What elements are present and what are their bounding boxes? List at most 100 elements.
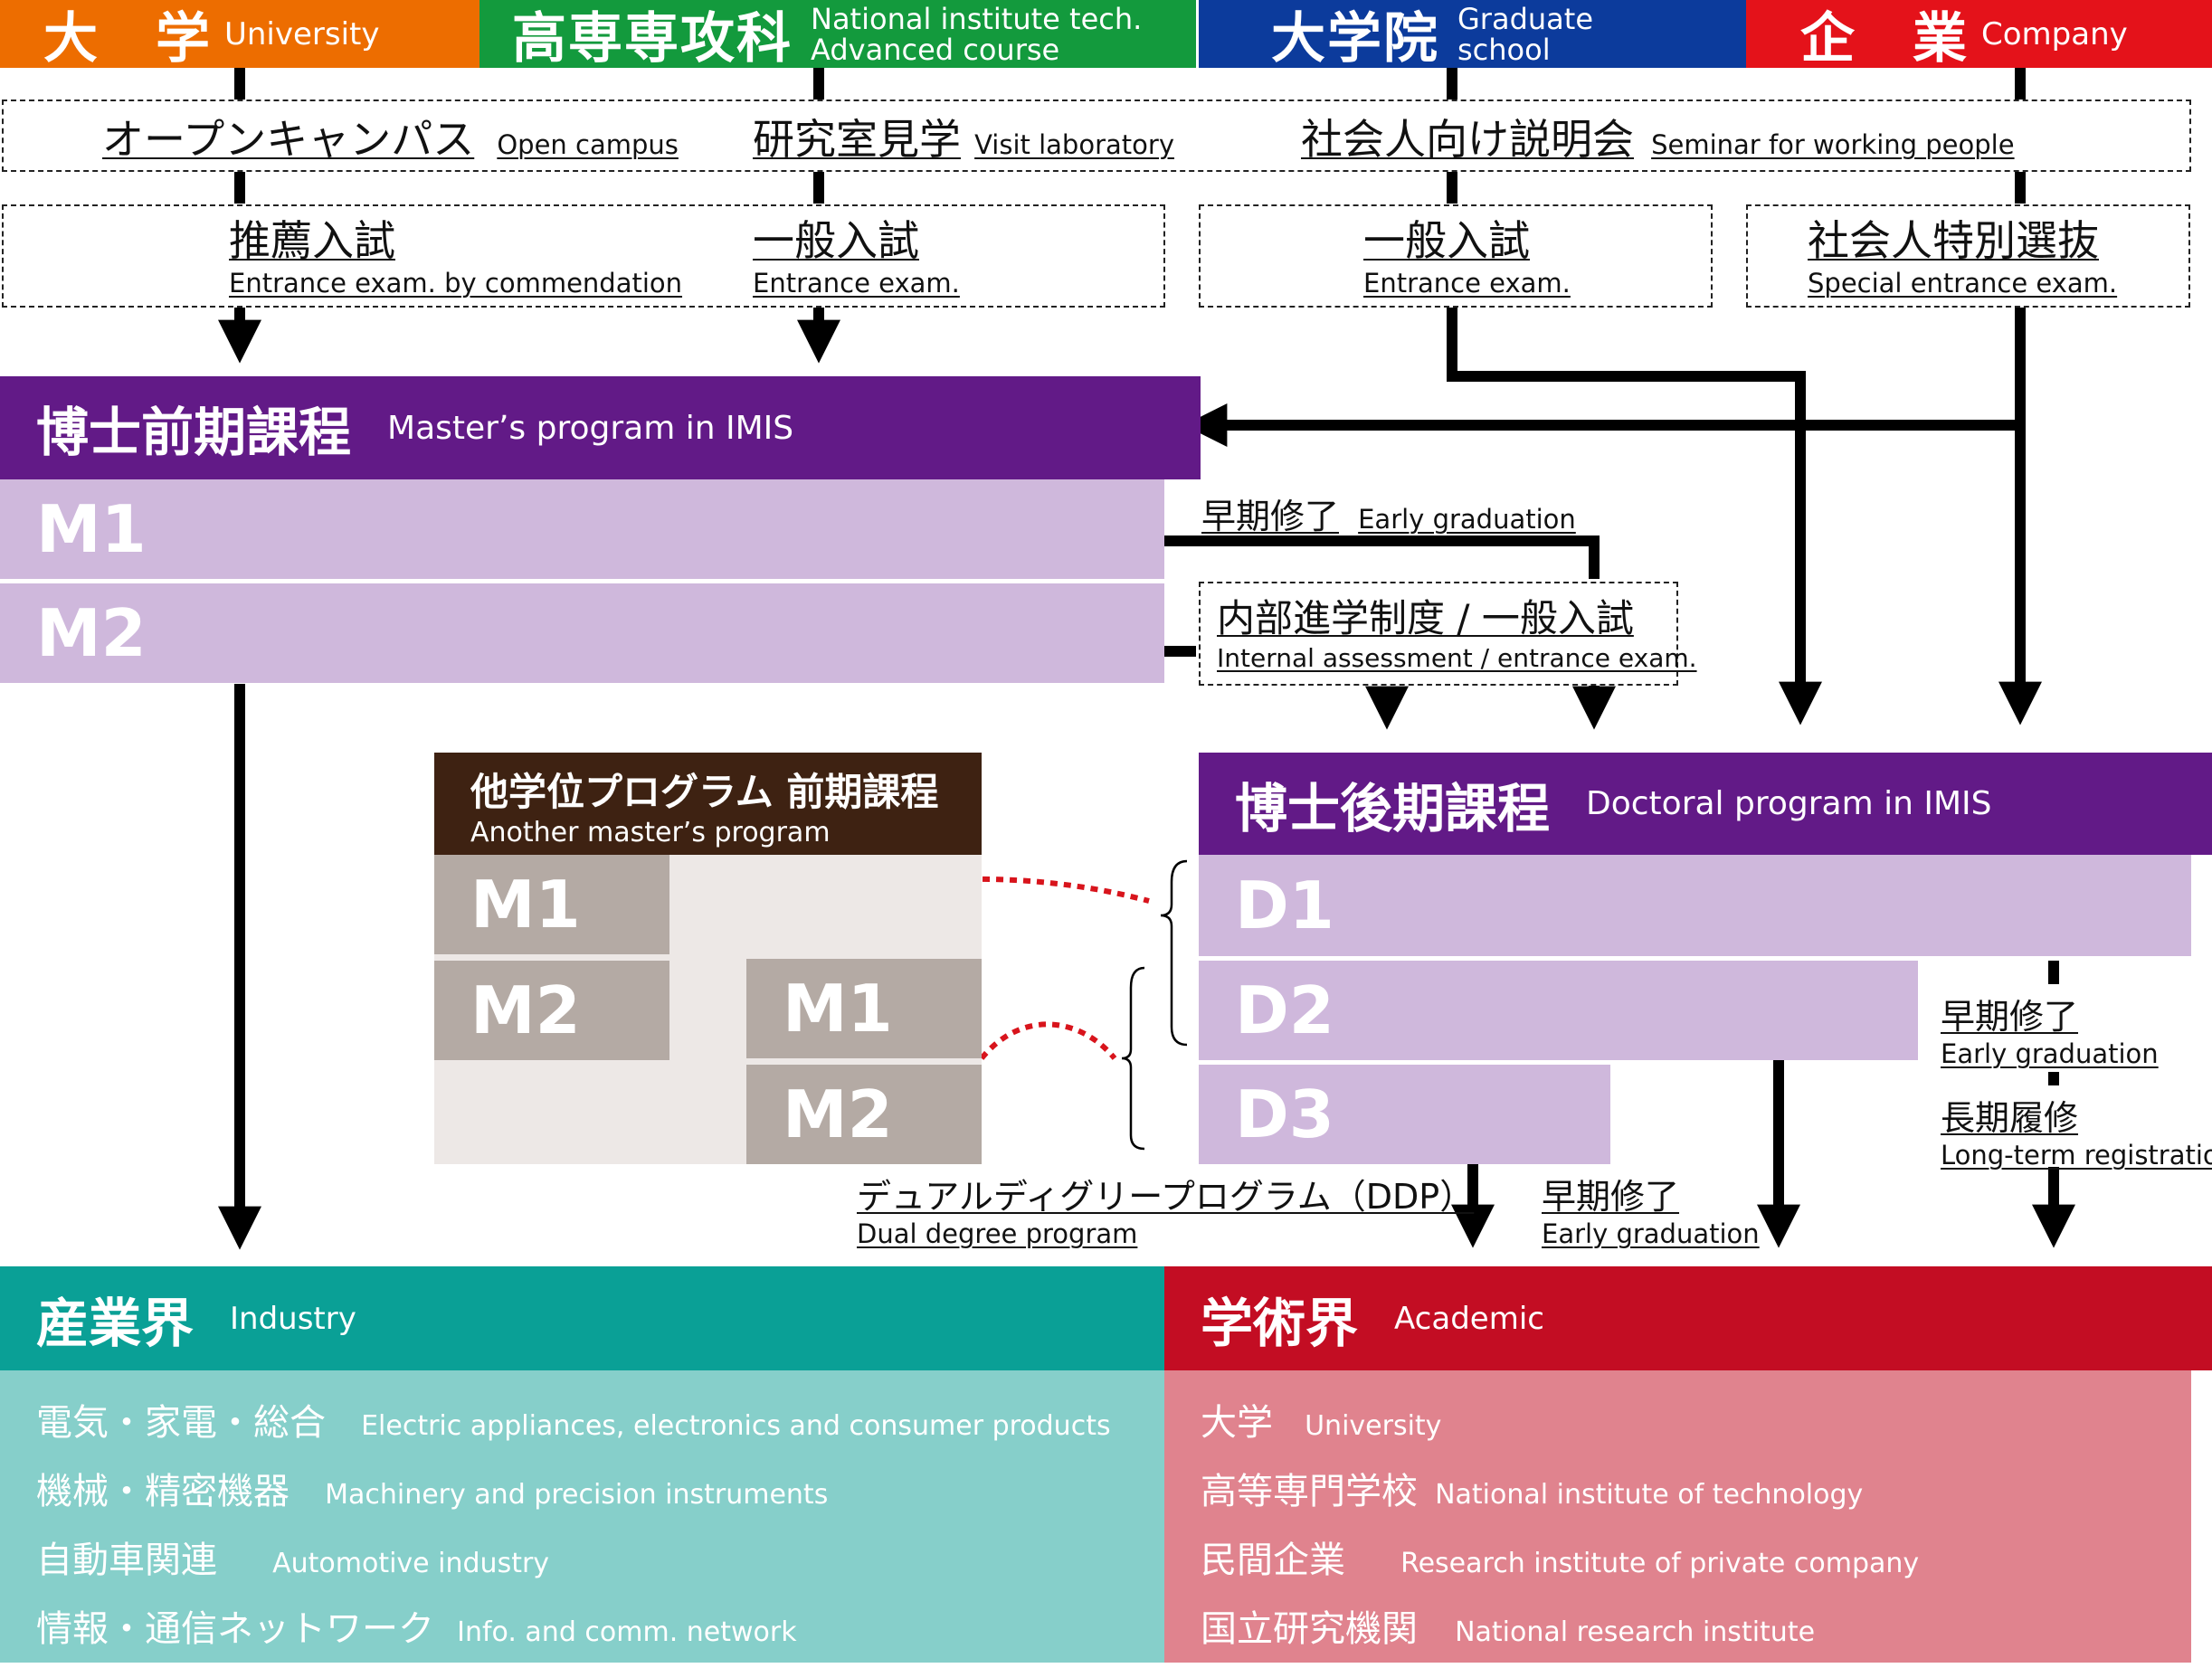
masters-m1-row: M1 xyxy=(0,479,1164,579)
industry-body: 電気・家電・総合 Electric appliances, electronic… xyxy=(0,1370,1164,1663)
academic-title-en: Academic xyxy=(1394,1300,1544,1337)
industry-item-jp: 自動車関連 xyxy=(36,1540,217,1581)
commendation-exam-jp: 推薦入試 xyxy=(229,216,395,265)
commendation-exam-en: Entrance exam. by commendation xyxy=(229,268,683,299)
masters-title-en: Master’s program in IMIS xyxy=(387,409,794,447)
academic-item-jp: 民間企業 xyxy=(1201,1540,1345,1581)
doctoral-d2-row: D2 xyxy=(1199,961,1918,1060)
doctoral-title-en: Doctoral program in IMIS xyxy=(1586,785,1992,822)
special-exam-jp: 社会人特別選抜 xyxy=(1808,216,2099,265)
special-exam-en: Special entrance exam. xyxy=(1808,268,2118,299)
open-campus-jp: オープンキャンパス xyxy=(102,115,475,164)
header-graduate-en1: Graduate xyxy=(1457,1,1593,36)
another-m1-b: M1 xyxy=(746,959,982,1058)
general-exam-masters-jp: 一般入試 xyxy=(753,216,919,265)
connector-early-grad xyxy=(1164,535,1600,579)
visit-lab-label: 研究室見学 Visit laboratory xyxy=(753,107,1174,166)
masters-title-jp: 博士前期課程 xyxy=(36,402,352,463)
seminar-label: 社会人向け説明会 Seminar for working people xyxy=(1301,107,2015,166)
brace-d1-d2 xyxy=(1160,859,1188,1047)
seminar-jp: 社会人向け説明会 xyxy=(1301,115,1634,164)
another-program-jp: 他学位プログラム 前期課程 xyxy=(470,770,939,814)
early-grad-right-jp: 早期修了 xyxy=(1941,997,2079,1037)
header-university: 大 学 University xyxy=(0,0,489,71)
info-row xyxy=(2,100,2191,172)
commendation-exam: 推薦入試 Entrance exam. by commendation xyxy=(229,208,682,299)
header-graduate-en2: school xyxy=(1457,32,1551,67)
early-grad-bottom-jp: 早期修了 xyxy=(1542,1177,1680,1217)
arrow-company-to-masters xyxy=(1183,308,2026,447)
header-nit-en2: Advanced course xyxy=(811,32,1060,67)
masters-m1-label: M1 xyxy=(36,491,147,567)
early-grad-right: 早期修了 Early graduation xyxy=(1941,989,2159,1069)
open-campus-label: オープンキャンパス Open campus xyxy=(102,107,679,166)
header-university-jp: 大 学 xyxy=(43,7,212,71)
open-campus-en: Open campus xyxy=(497,129,679,160)
academic-header: 学術界 Academic xyxy=(1164,1266,2212,1370)
header-university-en: University xyxy=(224,15,380,52)
general-exam-doctoral-jp: 一般入試 xyxy=(1363,216,1530,265)
academic-item-en: National institute of technology xyxy=(1435,1479,1864,1511)
header-nit-jp: 高専専攻科 xyxy=(512,7,793,71)
industry-item-jp: 情報・通信ネットワーク xyxy=(36,1608,434,1650)
exam-box-company xyxy=(1746,204,2190,308)
internal-en: Internal assessment / entrance exam. xyxy=(1217,643,1697,673)
special-exam: 社会人特別選抜 Special entrance exam. xyxy=(1808,208,2117,299)
doctoral-d2-label: D2 xyxy=(1235,972,1334,1048)
long-term-jp: 長期履修 xyxy=(1941,1098,2079,1138)
general-exam-doctoral: 一般入試 Entrance exam. xyxy=(1363,208,1571,299)
another-m2-a: M2 xyxy=(434,961,669,1060)
industry-title-en: Industry xyxy=(230,1300,356,1337)
internal-label: 内部進学制度 / 一般入試 Internal assessment / entr… xyxy=(1217,588,1697,673)
another-m2-b: M2 xyxy=(746,1065,982,1164)
academic-item-jp: 大学 xyxy=(1201,1402,1273,1444)
academic-item: 大学 University xyxy=(1201,1393,2191,1462)
doctoral-d3-row: D3 xyxy=(1199,1065,1610,1164)
long-term-registration: 長期履修 Long-term registration xyxy=(1941,1090,2212,1170)
general-exam-doctoral-en: Entrance exam. xyxy=(1363,268,1571,299)
another-m2-b-label: M2 xyxy=(783,1076,893,1152)
doctoral-title-jp: 博士後期課程 xyxy=(1235,777,1551,839)
academic-title-jp: 学術界 xyxy=(1201,1292,1359,1354)
academic-body: 大学 University 高等専門学校 National institute … xyxy=(1164,1370,2191,1663)
doctoral-d1-label: D1 xyxy=(1235,867,1334,943)
exam-box-graduate xyxy=(1199,204,1713,308)
header-graduate-jp: 大学院 xyxy=(1271,7,1439,71)
header-company-en: Company xyxy=(1981,15,2128,52)
early-grad-top: 早期修了 Early graduation xyxy=(1201,488,1576,538)
exam-box-left xyxy=(2,204,1165,308)
general-exam-masters: 一般入試 Entrance exam. xyxy=(753,208,960,299)
brace-d2-d3 xyxy=(1121,966,1145,1151)
another-m1-a-label: M1 xyxy=(470,867,581,943)
industry-item-en: Info. and comm. network xyxy=(457,1616,797,1648)
industry-item: 自動車関連 Automotive industry xyxy=(36,1531,1164,1599)
header-company-jp: 企 業 xyxy=(1800,7,1969,71)
academic-item-en: Research institute of private company xyxy=(1400,1548,1920,1579)
visit-lab-jp: 研究室見学 xyxy=(753,115,961,164)
another-m1-b-label: M1 xyxy=(783,971,893,1047)
internal-box xyxy=(1199,582,1678,686)
industry-title-jp: 産業界 xyxy=(36,1292,195,1354)
ddp-jp: デュアルディグリープログラム（DDP） xyxy=(857,1177,1475,1217)
academic-item-en: University xyxy=(1305,1410,1442,1442)
academic-item: 国立研究機関 National research institute xyxy=(1201,1599,2191,1668)
doctoral-d3-label: D3 xyxy=(1235,1076,1334,1152)
masters-m2-row: M2 xyxy=(0,583,1164,683)
arrow-graduate-to-doctoral xyxy=(1447,308,1822,725)
industry-item-jp: 電気・家電・総合 xyxy=(36,1402,326,1444)
long-term-en: Long-term registration xyxy=(1941,1140,2212,1170)
ddp-en: Dual degree program xyxy=(857,1218,1138,1249)
early-grad-bottom: 早期修了 Early graduation xyxy=(1542,1169,1760,1249)
industry-item: 機械・精密機器 Machinery and precision instrume… xyxy=(36,1462,1164,1531)
another-program-en: Another master’s program xyxy=(470,817,831,848)
header-nit-en1: National institute tech. xyxy=(811,1,1143,36)
masters-m2-label: M2 xyxy=(36,595,147,671)
general-exam-masters-en: Entrance exam. xyxy=(753,268,960,299)
early-grad-top-en: Early graduation xyxy=(1358,504,1576,535)
industry-item-en: Automotive industry xyxy=(272,1548,550,1579)
another-m1-a: M1 xyxy=(434,855,669,954)
header-company: 企 業 Company xyxy=(1746,0,2212,71)
industry-item: 情報・通信ネットワーク Info. and comm. network xyxy=(36,1599,1164,1668)
another-m2-a-label: M2 xyxy=(470,972,581,1048)
